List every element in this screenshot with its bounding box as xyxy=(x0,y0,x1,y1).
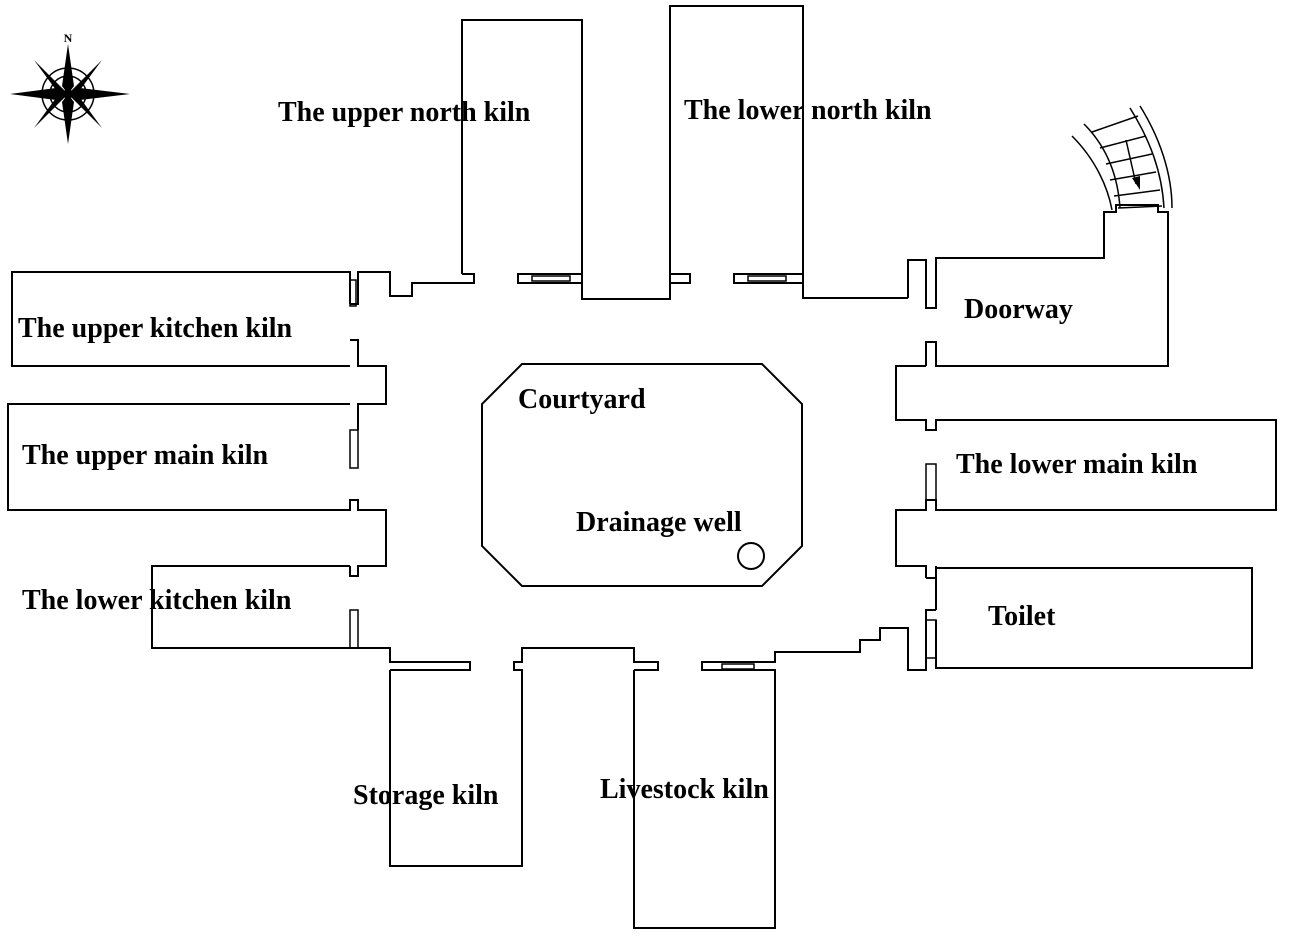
doorway-label: Doorway xyxy=(964,294,1073,325)
stairs-icon xyxy=(1071,105,1173,211)
lower-kitchen-kiln-wall xyxy=(151,565,471,671)
compass-north-label: N xyxy=(64,31,73,45)
drainage-well-icon xyxy=(737,542,765,570)
window-icon xyxy=(925,463,937,501)
north-wall-segment xyxy=(733,273,804,284)
lower-kitchen-kiln-label: The lower kitchen kiln xyxy=(22,585,292,616)
window-icon xyxy=(721,663,755,670)
lower-main-kiln-wall xyxy=(895,365,1277,578)
courtyard-outline xyxy=(481,363,803,587)
east-corridor-wall xyxy=(926,566,937,579)
corridor-wall xyxy=(350,339,387,430)
corridor-wall xyxy=(350,271,420,305)
storage-kiln-wall xyxy=(389,647,659,867)
lower-main-kiln-label: The lower main kiln xyxy=(956,449,1198,480)
drainage-well-label: Drainage well xyxy=(576,507,742,538)
upper-main-kiln-wall xyxy=(7,403,387,577)
lower-north-kiln-wall xyxy=(669,5,804,274)
window-icon xyxy=(349,279,357,307)
upper-kitchen-kiln-label: The upper kitchen kiln xyxy=(18,313,293,344)
window-icon xyxy=(925,619,937,659)
upper-main-kiln-label: The upper main kiln xyxy=(22,440,269,471)
north-wall-segment xyxy=(802,283,908,299)
toilet-label: Toilet xyxy=(988,601,1056,632)
upper-north-kiln-label: The upper north kiln xyxy=(278,97,531,128)
compass-rose-icon: N xyxy=(10,31,130,144)
toilet-wall xyxy=(935,567,1253,669)
upper-north-kiln-wall xyxy=(461,19,583,274)
window-icon xyxy=(531,275,571,282)
north-wall-segment xyxy=(581,273,691,300)
courtyard-label: Courtyard xyxy=(518,384,646,415)
window-icon xyxy=(349,429,359,469)
lower-north-kiln-label: The lower north kiln xyxy=(684,95,932,126)
north-wall-segment xyxy=(420,273,475,284)
storage-kiln-label: Storage kiln xyxy=(353,780,499,811)
doorway-wall xyxy=(907,204,1169,367)
window-icon xyxy=(747,275,787,282)
livestock-kiln-wall xyxy=(633,609,936,929)
window-icon xyxy=(349,609,359,649)
livestock-kiln-label: Livestock kiln xyxy=(600,774,769,805)
